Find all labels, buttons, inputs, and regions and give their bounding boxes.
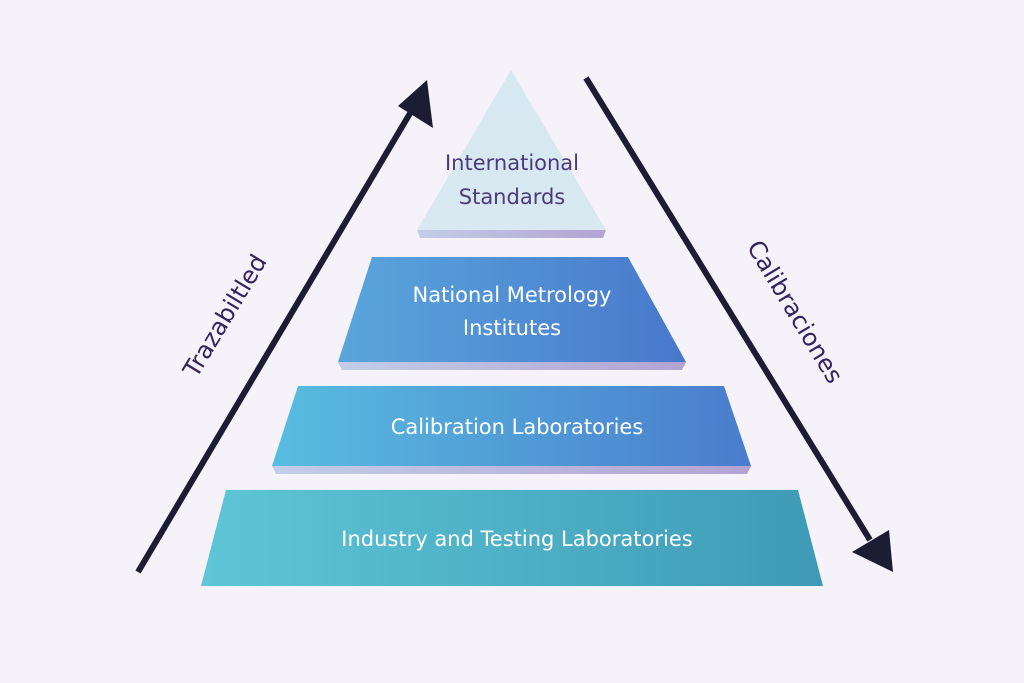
tier-shape (272, 386, 751, 466)
arrow-shaft (135, 108, 415, 574)
tier-national-metrology-institutes: National Metrology Institutes (338, 257, 686, 370)
tier-label-line: Calibration Laboratories (391, 415, 644, 439)
tier-calibration-laboratories: Calibration Laboratories (272, 386, 751, 474)
tier-label-line: Industry and Testing Laboratories (341, 527, 692, 551)
tier-international-standards: International Standards (417, 70, 606, 238)
tier-industry-testing-laboratories: Industry and Testing Laboratories (201, 490, 823, 586)
tier-label-line: Standards (459, 185, 565, 209)
arrow-head-icon (852, 530, 893, 572)
traceability-label: Trazabiltled (177, 250, 272, 383)
tier-label-line: National Metrology (413, 283, 612, 307)
tier-label-line: Institutes (463, 316, 561, 340)
tier-edge (272, 466, 751, 474)
arrow-shaft (583, 76, 873, 542)
tier-label-line: International (445, 151, 579, 175)
tier-shape (201, 490, 823, 586)
tier-shape (338, 257, 686, 362)
tier-shape (417, 70, 606, 230)
tier-edge (338, 362, 686, 370)
calibrations-label: Calibraciones (741, 235, 848, 388)
tier-edge (417, 230, 606, 238)
arrow-head-icon (398, 80, 433, 128)
